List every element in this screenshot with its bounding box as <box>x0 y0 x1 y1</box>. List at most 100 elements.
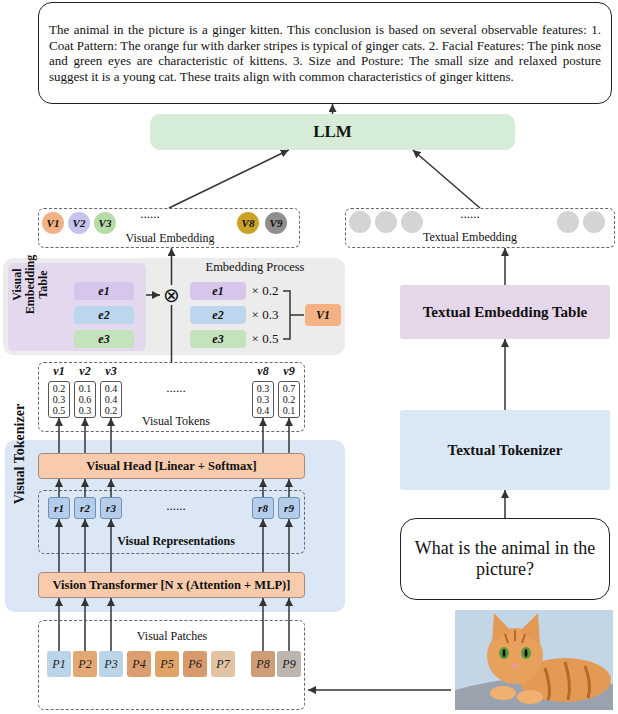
cat-ear <box>492 613 512 642</box>
node-text: e2 <box>212 308 223 323</box>
connector-arrow <box>84 598 86 651</box>
embedding-group: Visual Embedding V1 V2 V3 V8 V9 <box>38 208 300 248</box>
label-wrap: ...... <box>460 206 480 222</box>
cat-head <box>487 628 543 684</box>
text-wrap: Embedding Process <box>206 260 305 275</box>
node-text: V9 <box>270 217 283 229</box>
question-box: What is the animal in the picture? <box>400 518 610 600</box>
image-patch: P1 <box>47 651 71 677</box>
label-text: ...... <box>166 498 186 513</box>
label-wrap: × 0.3 <box>252 307 279 323</box>
node-text: 0.3 0.3 0.4 <box>253 383 273 416</box>
node-text: P1 <box>52 657 65 672</box>
node-text: V1 <box>47 217 60 229</box>
representation-box: r9 <box>278 497 300 519</box>
token-circle <box>557 211 579 233</box>
node-text: r1 <box>54 502 64 514</box>
cat-paw <box>490 686 516 700</box>
connector-arrow <box>58 519 60 572</box>
representation-box: r3 <box>100 497 122 519</box>
cat-paw <box>517 690 543 704</box>
image-patch: P3 <box>99 651 123 677</box>
node-text: P5 <box>160 657 173 672</box>
token-group: Visual Tokensv10.2 0.3 0.5v20.1 0.6 0.3v… <box>38 362 305 432</box>
cushion <box>455 677 613 710</box>
token-circle <box>349 211 371 233</box>
token-circle <box>375 211 397 233</box>
image-patch: P6 <box>183 651 207 677</box>
connector-arrow <box>262 479 264 497</box>
node-text: v1 <box>53 364 64 378</box>
node-text: LLM <box>313 122 352 142</box>
connector-arrow <box>84 519 86 572</box>
connector-arrow <box>262 598 264 651</box>
label-wrap: ...... <box>166 498 186 514</box>
representation-box: r1 <box>48 497 70 519</box>
token-circle <box>401 211 423 233</box>
node-text: P7 <box>216 657 229 672</box>
node-text: P6 <box>188 657 201 672</box>
node-text: V8 <box>242 217 255 229</box>
node-text: Visual Embedding <box>126 231 215 245</box>
node-text: Visual Representations <box>117 534 235 548</box>
image-patch: P2 <box>73 651 97 677</box>
text-wrap: Visual Embedding <box>126 231 215 246</box>
vertical-text-wrap: Visual Embedding Table <box>11 243 50 327</box>
codebook-entry: e2 <box>74 306 134 324</box>
connector-arrow <box>288 479 290 497</box>
heading-wrap: v3 <box>95 366 127 377</box>
node-text: P4 <box>132 657 145 672</box>
node-text: P2 <box>78 657 91 672</box>
patch-group: Visual PatchesP1P2P3P4P5P6P7P8P9 <box>38 620 305 710</box>
weighted-entry: e1 <box>190 282 246 300</box>
text-wrap: Visual Tokens <box>142 414 210 429</box>
connector-arrow <box>288 598 290 651</box>
image-patch: P5 <box>155 651 179 677</box>
cat-body <box>519 658 611 702</box>
node-text: Textual Embedding Table <box>423 304 588 321</box>
node-text: v8 <box>257 364 268 378</box>
node-text: Visual Head [Linear + Softmax] <box>86 459 256 474</box>
representation-box: r8 <box>252 497 274 519</box>
label-text: × 0.3 <box>252 307 279 322</box>
connector-arrow <box>58 418 60 453</box>
input-arrow <box>308 689 451 691</box>
connector-arrow <box>171 248 173 362</box>
cat-photo <box>455 610 613 710</box>
cat-eye <box>521 647 531 659</box>
token-circle <box>583 211 605 233</box>
connector-arrow <box>262 519 264 572</box>
node-text: r3 <box>106 502 116 514</box>
image-patch: P4 <box>127 651 151 677</box>
cat-pupil <box>525 649 528 657</box>
heading-wrap: v8 <box>247 366 279 377</box>
token-vector: v20.1 0.6 0.3 <box>74 381 96 418</box>
heading-wrap: v9 <box>273 366 305 377</box>
token-vector: v30.4 0.4 0.2 <box>100 381 122 418</box>
node-text: The animal in the picture is a ginger ki… <box>49 22 601 84</box>
label-text: ...... <box>140 206 160 221</box>
node-text: What is the animal in the picture? <box>411 538 599 580</box>
heading-wrap: v2 <box>69 366 101 377</box>
node-text: r8 <box>258 502 268 514</box>
node-text: V1 <box>316 308 330 323</box>
weighted-entry: e2 <box>190 306 246 324</box>
label-text: × 0.2 <box>252 283 279 298</box>
process-panel: Embedding Process Visual Embedding Table e… <box>3 258 345 355</box>
connector-arrow <box>332 104 334 114</box>
node-text: Visual Embedding Table <box>10 255 50 314</box>
label-wrap: × 0.5 <box>252 331 279 347</box>
photo-background <box>455 610 613 710</box>
connector-arrow <box>262 418 264 453</box>
node-text: e3 <box>212 332 223 347</box>
token-vector: v80.3 0.3 0.4 <box>252 381 274 418</box>
connector-arrow <box>110 598 112 651</box>
cat-nose <box>511 664 519 669</box>
embedding-circle: V3 <box>94 212 116 234</box>
node-text: V2 <box>73 217 86 229</box>
tokenizer-panel: Visual TokenizerVisual Head [Linear + So… <box>5 440 345 612</box>
representation-box: r2 <box>74 497 96 519</box>
